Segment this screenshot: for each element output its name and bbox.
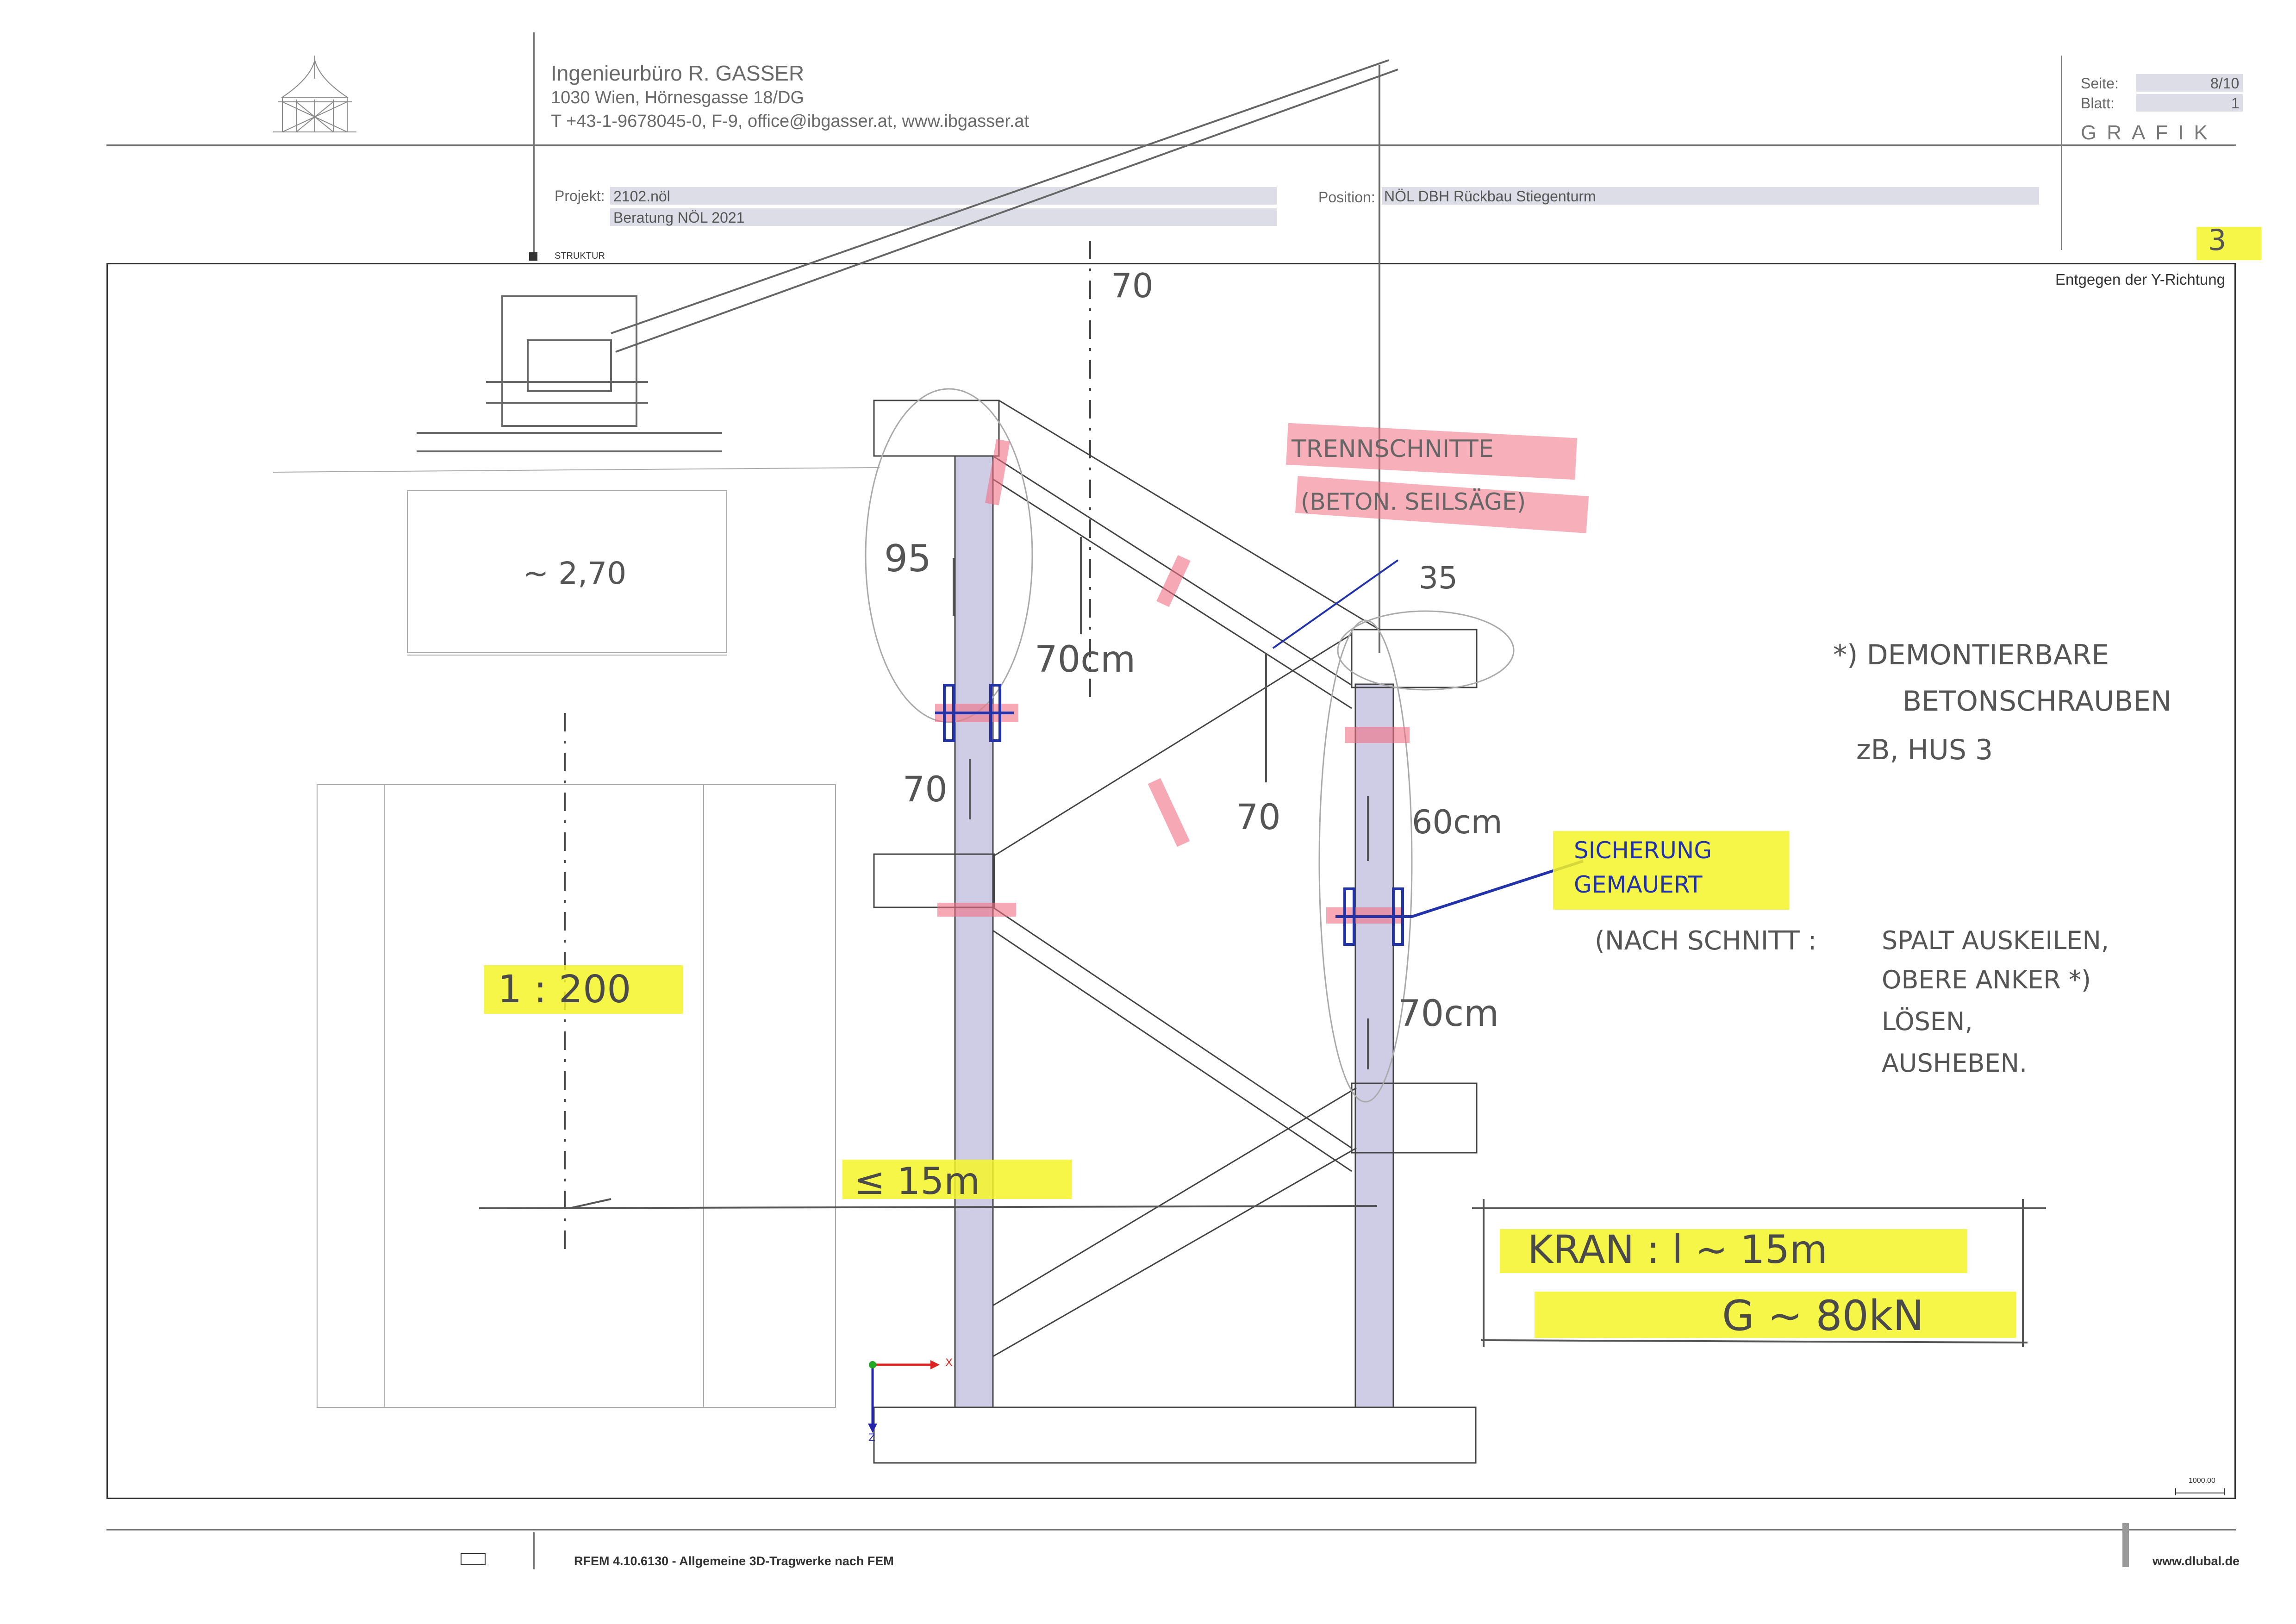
stair-tower-walls bbox=[954, 455, 1394, 1408]
footer-divider bbox=[533, 1532, 535, 1569]
struktur-label: STRUKTUR bbox=[555, 251, 605, 261]
rfem-logo-icon bbox=[461, 1553, 486, 1565]
header-rule bbox=[106, 144, 2236, 146]
dim-70cm-a: 70cm bbox=[1035, 639, 1136, 681]
view-label: Entgegen der Y-Richtung bbox=[2055, 271, 2225, 288]
le-15m-highlight bbox=[842, 1160, 1072, 1199]
seite-label: Seite: bbox=[2081, 75, 2119, 92]
projekt-sub-value: Beratung NÖL 2021 bbox=[613, 209, 745, 226]
kran-highlight-1 bbox=[1500, 1229, 1967, 1273]
coordinate-axes bbox=[868, 1360, 940, 1433]
seite-field bbox=[2136, 74, 2243, 92]
dim-70-top: 70 bbox=[1111, 266, 1154, 305]
trennschnitte-text: TRENNSCHNITTE bbox=[1292, 435, 1494, 463]
header-divider-right bbox=[2061, 56, 2062, 250]
header-divider-left bbox=[533, 32, 535, 259]
company-contact: T +43-1-9678045-0, F-9, office@ibgasser.… bbox=[551, 112, 1029, 131]
footnote-line-1: *) DEMONTIERBARE bbox=[1833, 639, 2109, 671]
kran-weight-note: G ~ 80kN bbox=[1722, 1292, 1924, 1340]
footer-bar bbox=[2122, 1523, 2129, 1567]
position-value: NÖL DBH Rückbau Stiegenturm bbox=[1384, 188, 1596, 205]
kran-bracket bbox=[1472, 1199, 2046, 1347]
projekt-field bbox=[610, 187, 1277, 205]
le-15m-note: ≤ 15m bbox=[854, 1160, 980, 1203]
note-obere-anker: OBERE ANKER *) bbox=[1882, 965, 2091, 994]
axis-lines bbox=[564, 241, 1091, 1250]
stair-flights bbox=[992, 400, 1380, 1357]
dim-2-70: ~ 2,70 bbox=[523, 556, 627, 591]
scale-note: 1 : 200 bbox=[498, 968, 631, 1012]
scale-bar bbox=[2175, 1488, 2225, 1495]
seite-value: 8/10 bbox=[2210, 75, 2240, 92]
tent-logo-icon bbox=[273, 56, 356, 132]
blatt-value: 1 bbox=[2231, 95, 2240, 112]
dim-60cm: 60cm bbox=[1412, 803, 1503, 841]
dimension-line-15m bbox=[479, 1198, 1378, 1209]
company-name: Ingenieurbüro R. GASSER bbox=[551, 61, 805, 85]
position-label: Position: bbox=[1318, 189, 1375, 206]
dim-95: 95 bbox=[884, 537, 931, 580]
sheet-number: 3 bbox=[2208, 223, 2227, 257]
crane-structure bbox=[417, 59, 1398, 653]
sicherung-highlight bbox=[1553, 831, 1789, 910]
note-spalt: SPALT AUSKEILEN, bbox=[1882, 926, 2109, 955]
scale-bar-label: 1000.00 bbox=[2189, 1477, 2215, 1485]
footer-website: www.dlubal.de bbox=[2152, 1554, 2240, 1568]
note-loesen: LÖSEN, bbox=[1882, 1007, 1973, 1036]
footer-software: RFEM 4.10.6130 - Allgemeine 3D-Tragwerke… bbox=[574, 1554, 894, 1568]
axis-x-label: X bbox=[945, 1356, 953, 1369]
sicherung-note: SICHERUNG GEMAUERT bbox=[1574, 837, 1712, 898]
scale-highlight bbox=[484, 965, 683, 1014]
footnote-line-3: zB, HUS 3 bbox=[1856, 734, 1993, 766]
axis-z-label: Z bbox=[868, 1431, 875, 1444]
company-address: 1030 Wien, Hörnesgasse 18/DG bbox=[551, 88, 805, 107]
trennschnitte-sub-text: (BETON. SEILSÄGE) bbox=[1301, 488, 1526, 515]
kran-length-note: KRAN : l ~ 15m bbox=[1528, 1227, 1828, 1272]
struktur-marker bbox=[529, 252, 537, 261]
footnote-line-2: BETONSCHRAUBEN bbox=[1903, 685, 2172, 718]
company-logo bbox=[268, 51, 361, 139]
dim-70-a: 70 bbox=[903, 768, 948, 810]
section-title: GRAFIK bbox=[2081, 121, 2218, 144]
drawing-frame bbox=[106, 263, 2236, 1499]
projekt-label: Projekt: bbox=[555, 187, 605, 204]
stair-landings bbox=[873, 400, 1478, 1464]
projekt-value: 2102.nöl bbox=[613, 188, 670, 205]
sheet-number-highlight bbox=[2196, 227, 2261, 260]
cut-marks bbox=[935, 439, 1410, 924]
nach-schnitt-note: (NACH SCHNITT : bbox=[1595, 926, 1817, 956]
note-ausheben: AUSHEBEN. bbox=[1882, 1049, 2028, 1078]
kran-highlight-2 bbox=[1535, 1292, 2016, 1338]
dim-35: 35 bbox=[1419, 560, 1458, 596]
blatt-label: Blatt: bbox=[2081, 95, 2115, 112]
dimension-arrows bbox=[953, 537, 1399, 1069]
position-field bbox=[1382, 187, 2039, 205]
existing-building-outline bbox=[273, 467, 880, 1408]
footer-rule bbox=[106, 1529, 2236, 1530]
dim-70-b: 70 bbox=[1236, 796, 1281, 837]
blatt-field bbox=[2136, 94, 2243, 112]
dim-70cm-b: 70cm bbox=[1398, 993, 1499, 1035]
